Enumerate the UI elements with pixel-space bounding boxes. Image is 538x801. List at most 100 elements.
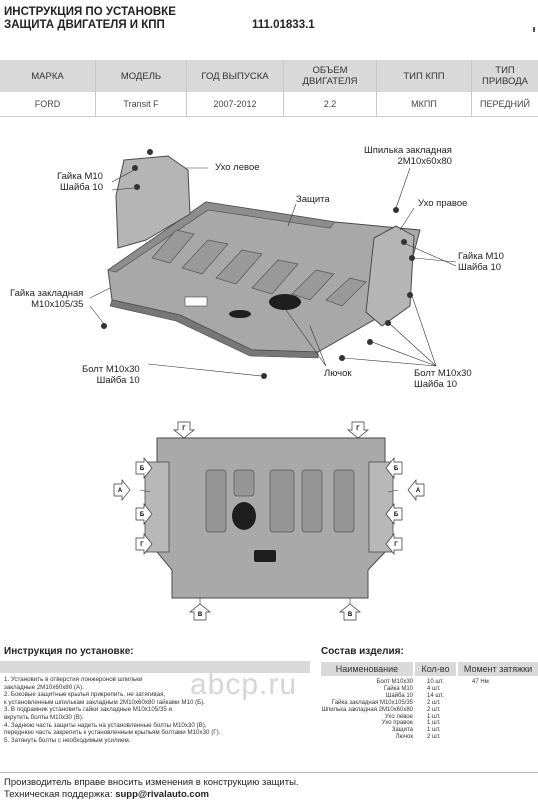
assembly-arrow-label: Б [140,466,145,472]
spec-header-cell: ТИП КПП [377,60,472,92]
callout-insert-nut: Гайка закладная М10х105/35 [10,288,83,310]
assembly-arrow-label: Г [182,426,186,432]
plan-hatch [254,550,276,562]
composition-torque [468,693,472,700]
plan-rib [334,470,354,532]
bolt-icon [385,320,391,326]
composition-col-name: Наименование [321,662,413,676]
callout-hatch: Лючок [324,368,352,379]
spec-cell: МКПП [377,92,472,117]
callout-bolt-left: Болт М10х30 Шайба 10 [82,364,140,386]
composition-torque [468,727,472,734]
composition-qty: 10 шт. [417,679,468,686]
instruction-line: 5. Затянуть болты с необходимым усилием. [4,737,309,745]
footer-divider [0,772,538,773]
composition-torque [468,686,472,693]
composition-qty: 2 шт. [417,700,468,707]
plan-rib [206,470,226,532]
spec-header-row: МАРКА МОДЕЛЬ ГОД ВЫПУСКА ОБЪЕМ ДВИГАТЕЛЯ… [0,60,538,92]
composition-qty: 1 шт. [417,714,468,721]
callout-nut-left: Гайка М10 Шайба 10 [57,171,103,193]
callout-line: Болт М10х30 [82,364,140,375]
spec-cell: FORD [0,92,96,117]
spec-cell: Transit F [96,92,187,117]
callout-bolt-right: Болт М10х30 Шайба 10 [414,368,472,390]
composition-name: Гайка М10 [321,686,417,693]
watermark: аbcp.ru [190,668,297,702]
assembly-arrow-label: В [198,612,203,618]
plan-ear-left [145,462,169,552]
composition-name: Болт М10х30 [321,679,417,686]
callout-ear-right: Ухо правое [418,198,467,209]
callout-line: Шайба 10 [458,262,504,273]
footer: Производитель вправе вносить изменения в… [4,777,299,801]
plan-ear-right [369,462,393,552]
callout-line: Болт М10х30 [414,368,472,379]
composition-title: Состав изделия: [321,646,404,657]
callout-line: Шайба 10 [82,375,140,386]
callout-nut-right: Гайка М10 Шайба 10 [458,251,504,273]
assembly-arrow-label: В [348,612,353,618]
callout-line: Гайка закладная [10,288,83,299]
callout-line: Шпилька закладная [364,145,452,156]
composition-name: Защита [321,727,417,734]
guard-slot [185,297,207,306]
spec-header-cell: ТИП ПРИВОДА [472,60,538,92]
composition-qty: 14 шт. [417,693,468,700]
plan-rib [234,470,254,496]
composition-col-torque: Момент затяжки [458,662,538,676]
composition-qty: 1 шт. [417,720,468,727]
composition-torque [468,720,472,727]
plan-rib [302,470,322,532]
composition-name: Лючок [321,734,417,741]
support-label: Техническая поддержка: [4,789,113,800]
composition-torque [468,714,472,721]
callout-line: Шайба 10 [57,182,103,193]
composition-col-qty: Кол-во [415,662,456,676]
instruction-line: 4. Заднюю часть защиты надеть на установ… [4,722,309,730]
instruction-line: 3. В подрамник установить гайки закладны… [4,706,309,714]
corner-mark [533,27,535,32]
assembly-arrow-label: Г [394,542,398,548]
composition-torque [468,734,472,741]
assembly-arrow-label: Б [394,512,399,518]
nut-icon [132,165,138,171]
doc-title-line2: ЗАЩИТА ДВИГАТЕЛЯ И КПП [4,19,176,32]
assembly-arrow-label: Б [394,466,399,472]
composition-qty: 2 шт. [417,707,468,714]
hatch-cover [269,294,301,310]
footer-note: Производитель вправе вносить изменения в… [4,777,299,789]
spec-header-cell: ОБЪЕМ ДВИГАТЕЛЯ [284,60,377,92]
composition-name: Ухо левое [321,714,417,721]
spec-data-row: FORD Transit F 2007-2012 2.2 МКПП ПЕРЕДН… [0,92,538,117]
composition-torque: 47 Нм [468,679,489,686]
hatch-cover [229,310,251,318]
doc-title: ИНСТРУКЦИЯ ПО УСТАНОВКЕ ЗАЩИТА ДВИГАТЕЛЯ… [4,6,176,32]
callout-guard: Защита [296,194,330,205]
callout-line: Шайба 10 [414,379,472,390]
composition-torque [468,700,472,707]
plan-rib [270,470,294,532]
callout-line: М10х105/35 [10,299,83,310]
instructions-title: Инструкция по установке: [4,646,134,657]
composition-name: Шайба 10 [321,693,417,700]
plan-hatch [232,502,256,530]
composition-qty: 2 шт. [417,734,468,741]
assembly-arrow-label: Г [356,426,360,432]
part-number: 111.01833.1 [252,19,315,32]
callout-line: Гайка М10 [458,251,504,262]
callout-ear-left: Ухо левое [215,162,260,173]
composition-qty: 4 шт. [417,686,468,693]
assembly-arrow-label: А [416,488,421,494]
composition-torque [468,707,472,714]
composition-name: Гайка закладная М10х105/35 [321,700,417,707]
assembly-arrow-label: Б [140,512,145,518]
support-email[interactable]: supp@rivalauto.com [115,789,209,800]
support-line: Техническая поддержка: supp@rivalauto.co… [4,789,299,801]
instruction-line: переднюю часть закрепить к установленным… [4,729,309,737]
